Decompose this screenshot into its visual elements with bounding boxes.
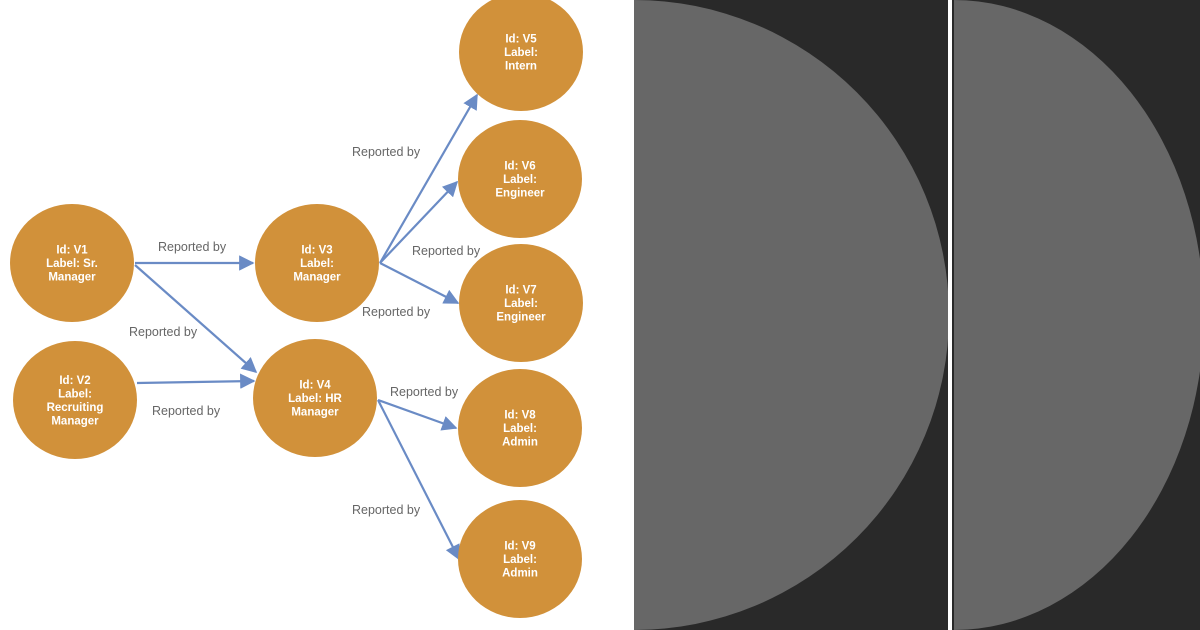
- edge-label-v1-v3: Reported by: [158, 240, 227, 254]
- node-text-line: Label:: [504, 47, 538, 59]
- node-text-line: Id: V5: [505, 34, 537, 46]
- node-text-line: Label:: [503, 423, 537, 435]
- edges-layer: [134, 93, 478, 561]
- node-text-line: Engineer: [495, 188, 545, 200]
- node-text-line: Id: V9: [504, 541, 535, 553]
- node-ellipse: [10, 204, 134, 322]
- dark-panel: [634, 0, 1200, 630]
- half-circle-graphic: [634, 0, 1200, 630]
- node-text-line: Id: V6: [504, 161, 535, 173]
- node-text-line: Id: V8: [504, 410, 536, 422]
- edge-label-v3-v5: Reported by: [352, 145, 421, 159]
- edge-labels-layer: Reported by Reported by Reported by Reporte…: [129, 145, 481, 517]
- node-text-line: Admin: [502, 568, 538, 580]
- node-text-line: Id: V2: [59, 375, 90, 387]
- node-ellipse: [459, 244, 583, 362]
- edge-v4-v8: [377, 398, 458, 431]
- edge-v3-v7: [379, 262, 460, 304]
- node-ellipse: [255, 204, 379, 322]
- node-ellipse: [459, 0, 583, 111]
- edge-v4-v9: [377, 399, 460, 561]
- edge-label-v1-v4: Reported by: [129, 325, 198, 339]
- node-ellipse: [458, 369, 582, 487]
- edge-v3-v6: [379, 180, 459, 264]
- panel-divider: [948, 0, 952, 630]
- edge-label-v4-v9: Reported by: [352, 503, 421, 517]
- node-text-line: Manager: [293, 272, 341, 284]
- node-text-line: Id: V7: [505, 285, 536, 297]
- node-text-line: Label:: [58, 388, 92, 400]
- node-ellipse: [458, 120, 582, 238]
- node-text-line: Label: HR: [288, 393, 342, 405]
- node-text-line: Manager: [48, 272, 96, 284]
- node-text-line: Label:: [503, 174, 537, 186]
- node-text-line: Label: Sr.: [46, 258, 98, 270]
- edge-v3-v5: [379, 93, 478, 264]
- half-circle-left: [634, 0, 949, 630]
- node-text-line: Label:: [504, 298, 538, 310]
- node-ellipse: [13, 341, 137, 459]
- edge-v2-v4: [136, 373, 256, 389]
- half-circle-right: [954, 0, 1200, 630]
- edge-label-v2-v4: Reported by: [152, 404, 221, 418]
- node-text-line: Recruiting: [47, 402, 104, 414]
- node-text-line: Label:: [300, 258, 334, 270]
- node-text-line: Id: V3: [301, 245, 332, 257]
- edge-label-v3-v7: Reported by: [362, 305, 431, 319]
- node-text-line: Id: V1: [56, 245, 88, 257]
- node-ellipse: [253, 339, 377, 457]
- node-text-line: Engineer: [496, 312, 546, 324]
- node-text-line: Id: V4: [299, 380, 331, 392]
- edge-label-v3-v6: Reported by: [412, 244, 481, 258]
- edge-v1-v4: [134, 264, 258, 374]
- node-text-line: Manager: [51, 415, 99, 427]
- node-ellipse: [458, 500, 582, 618]
- node-text-line: Manager: [291, 407, 339, 419]
- node-text-line: Label:: [503, 554, 537, 566]
- edge-label-v4-v8: Reported by: [390, 385, 459, 399]
- node-text-line: Admin: [502, 437, 538, 449]
- node-text-line: Intern: [505, 61, 537, 73]
